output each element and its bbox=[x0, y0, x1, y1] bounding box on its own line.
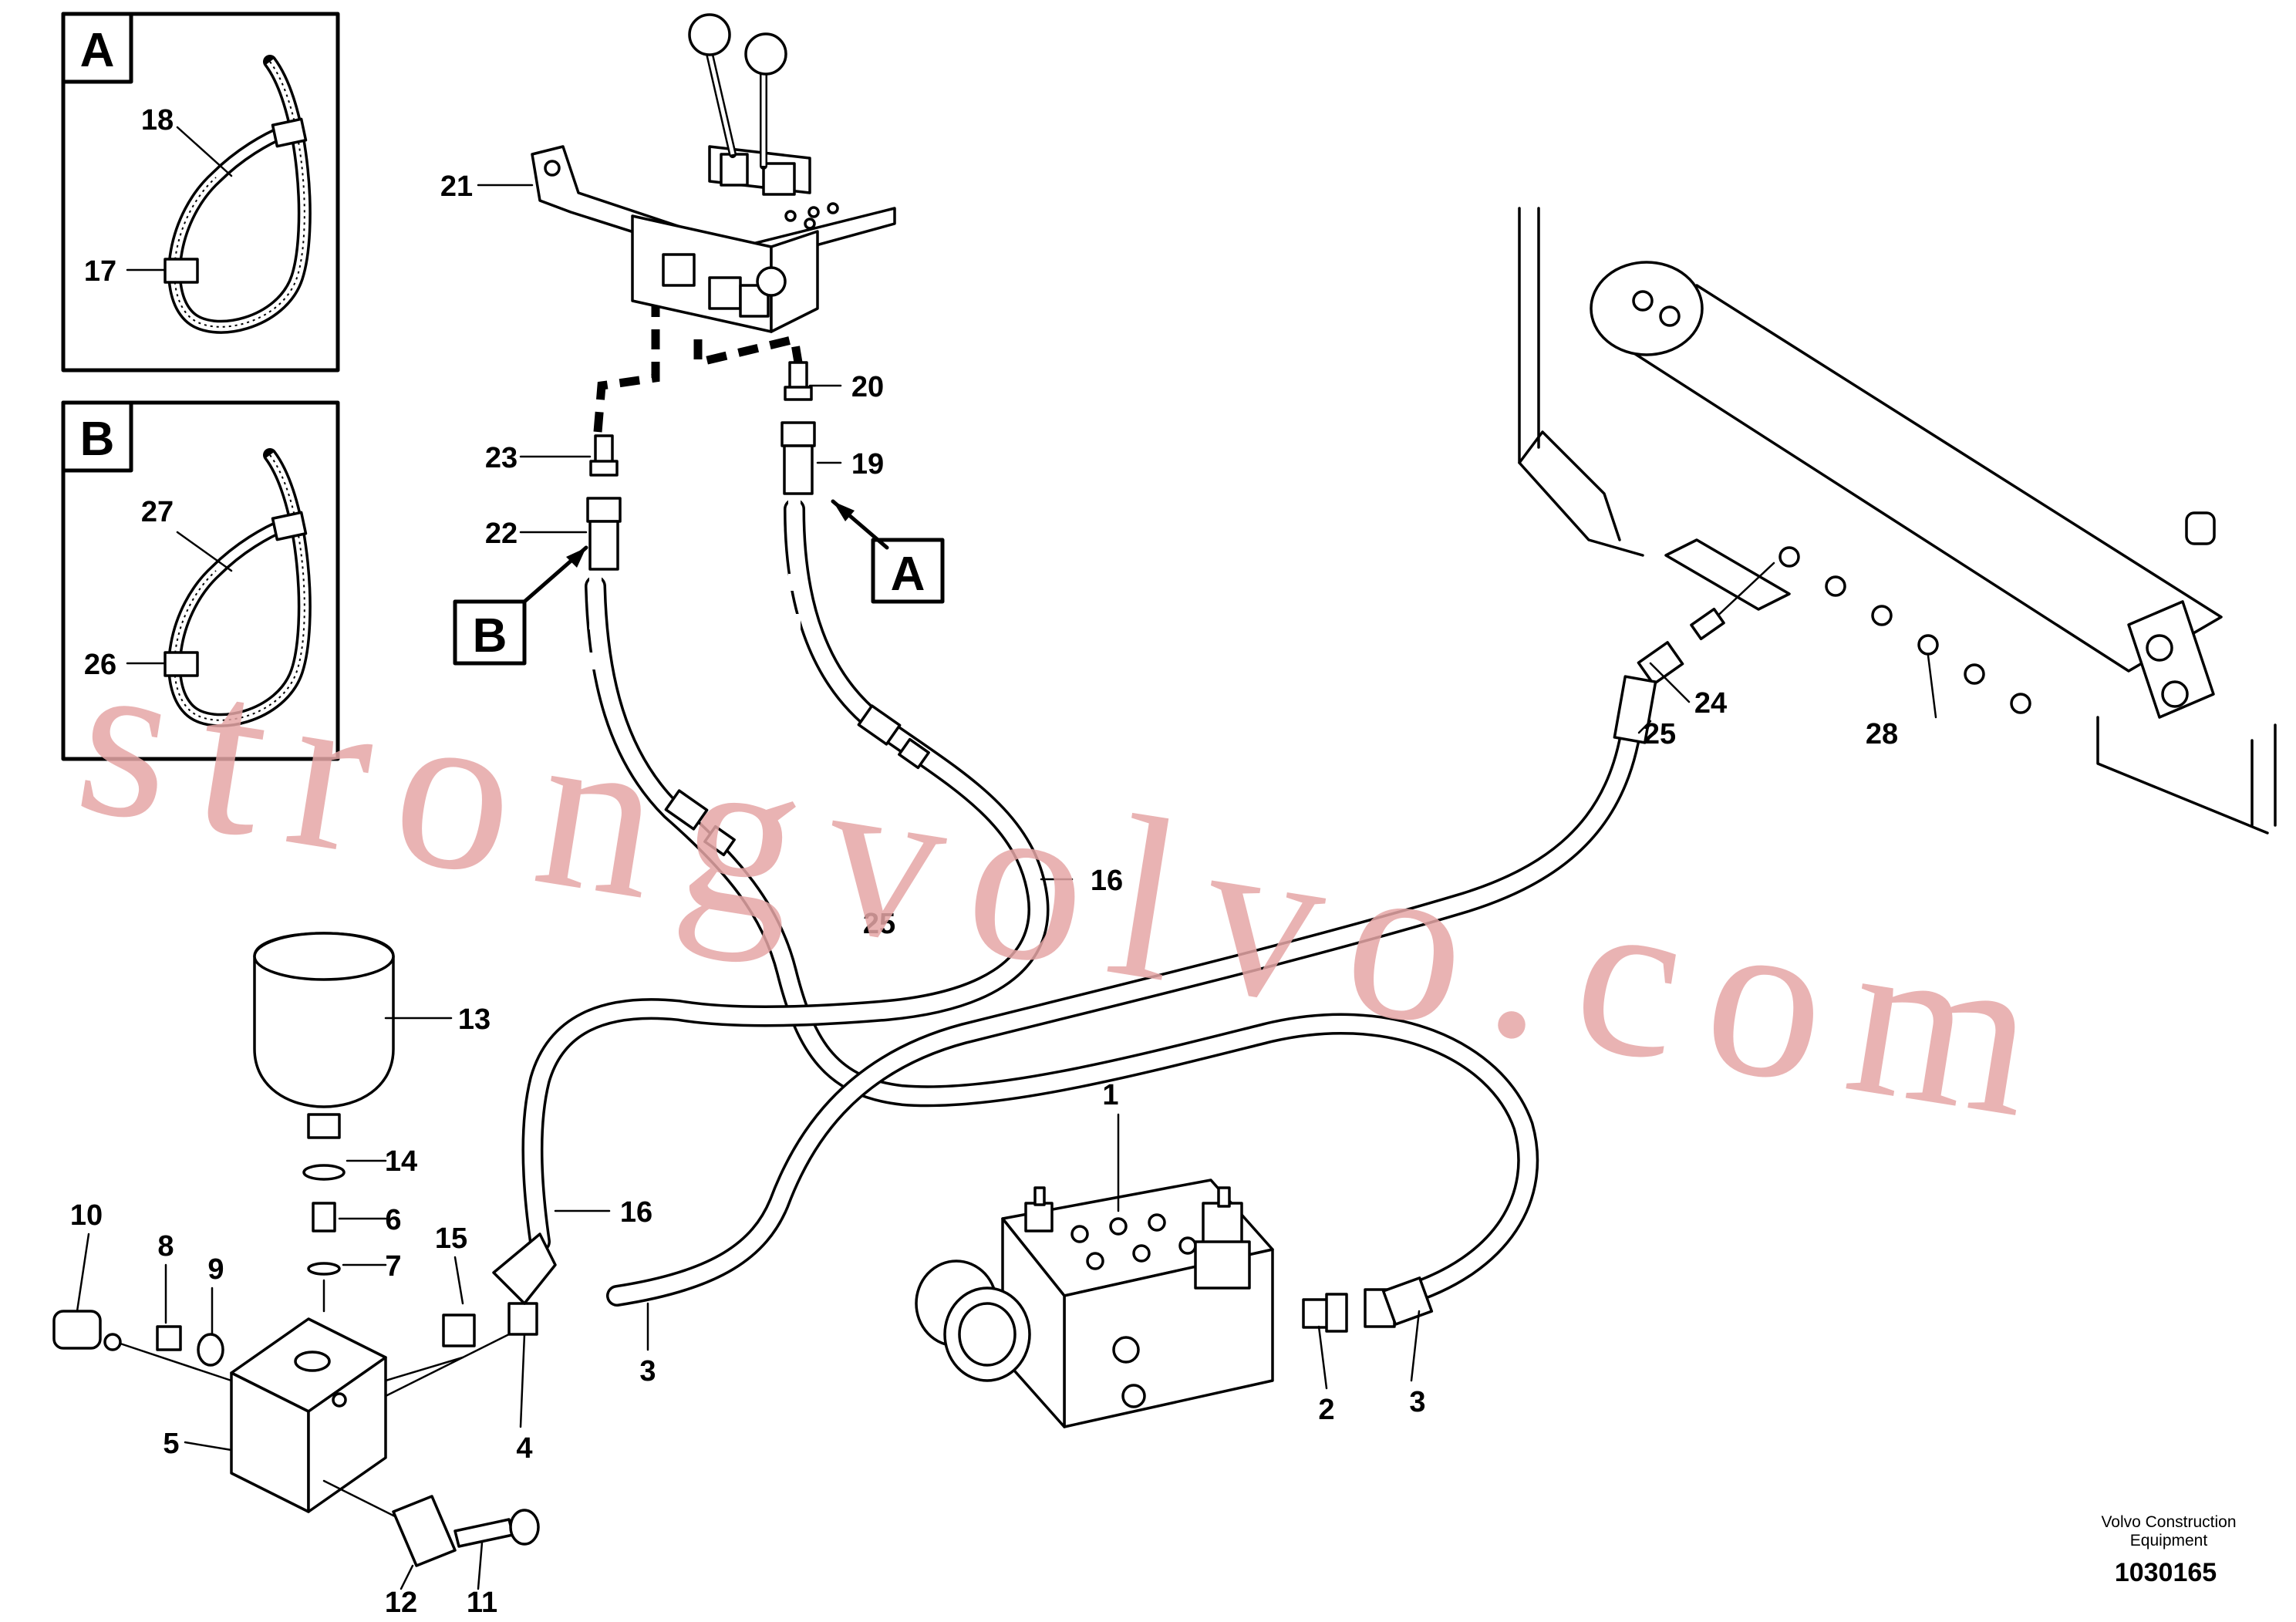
label-10: 10 bbox=[70, 1199, 103, 1232]
label-28: 28 bbox=[1866, 718, 1898, 750]
label-6: 6 bbox=[385, 1204, 401, 1236]
callout-a: A bbox=[831, 499, 945, 604]
fittings-right bbox=[1302, 1276, 1434, 1333]
detail-box-b: B 27 26 bbox=[61, 400, 340, 761]
footer: Volvo Construction Equipment 1030165 bbox=[2101, 1513, 2236, 1587]
label-3-left: 3 bbox=[639, 1355, 656, 1388]
label-17: 17 bbox=[84, 255, 116, 288]
label-20: 20 bbox=[851, 371, 884, 403]
label-19: 19 bbox=[851, 448, 884, 481]
cylinder-assembly bbox=[1518, 207, 2277, 835]
label-4: 4 bbox=[516, 1432, 532, 1465]
detail-box-a-letter: A bbox=[80, 24, 115, 77]
label-11: 11 bbox=[467, 1587, 497, 1619]
label-24: 24 bbox=[1694, 687, 1727, 720]
label-21: 21 bbox=[440, 170, 473, 203]
label-26: 26 bbox=[84, 649, 116, 681]
part-labels: 21 20 19 23 22 24 25 28 16 25 1 16 3 3 2… bbox=[70, 170, 1898, 1619]
label-16-right: 16 bbox=[1091, 865, 1123, 897]
label-5: 5 bbox=[163, 1428, 179, 1460]
callout-a-letter: A bbox=[891, 548, 925, 601]
label-9: 9 bbox=[207, 1253, 224, 1286]
footer-company-line2: Equipment bbox=[2130, 1532, 2208, 1549]
footer-company-line1: Volvo Construction bbox=[2101, 1513, 2236, 1531]
label-16-left: 16 bbox=[620, 1196, 652, 1229]
footer-drawing-number: 1030165 bbox=[2115, 1558, 2217, 1587]
label-2: 2 bbox=[1318, 1394, 1334, 1426]
cable-tie-a-icon bbox=[164, 55, 312, 334]
label-23: 23 bbox=[485, 442, 518, 474]
label-14: 14 bbox=[385, 1145, 417, 1178]
label-15: 15 bbox=[435, 1222, 467, 1255]
accumulator-assembly bbox=[52, 932, 557, 1567]
callout-b-letter: B bbox=[473, 609, 507, 663]
leader-lines bbox=[76, 184, 1937, 1590]
cable-tie-b-icon bbox=[164, 448, 312, 727]
label-8: 8 bbox=[157, 1230, 174, 1263]
detail-box-b-letter: B bbox=[80, 413, 115, 466]
label-22: 22 bbox=[485, 518, 518, 550]
callout-b: B bbox=[453, 545, 588, 666]
detail-box-a: A 18 17 bbox=[61, 12, 340, 373]
fittings-top bbox=[586, 361, 930, 857]
lever-control-unit bbox=[531, 13, 896, 333]
label-12: 12 bbox=[385, 1587, 417, 1619]
label-1: 1 bbox=[1102, 1079, 1118, 1111]
label-27: 27 bbox=[141, 496, 174, 528]
label-3-right: 3 bbox=[1409, 1386, 1425, 1418]
label-13: 13 bbox=[458, 1003, 491, 1036]
valve-block bbox=[915, 1179, 1274, 1428]
label-18: 18 bbox=[141, 104, 174, 137]
label-25-cylinder: 25 bbox=[1644, 718, 1676, 750]
label-25-crossing: 25 bbox=[863, 908, 895, 940]
label-7: 7 bbox=[385, 1250, 401, 1283]
